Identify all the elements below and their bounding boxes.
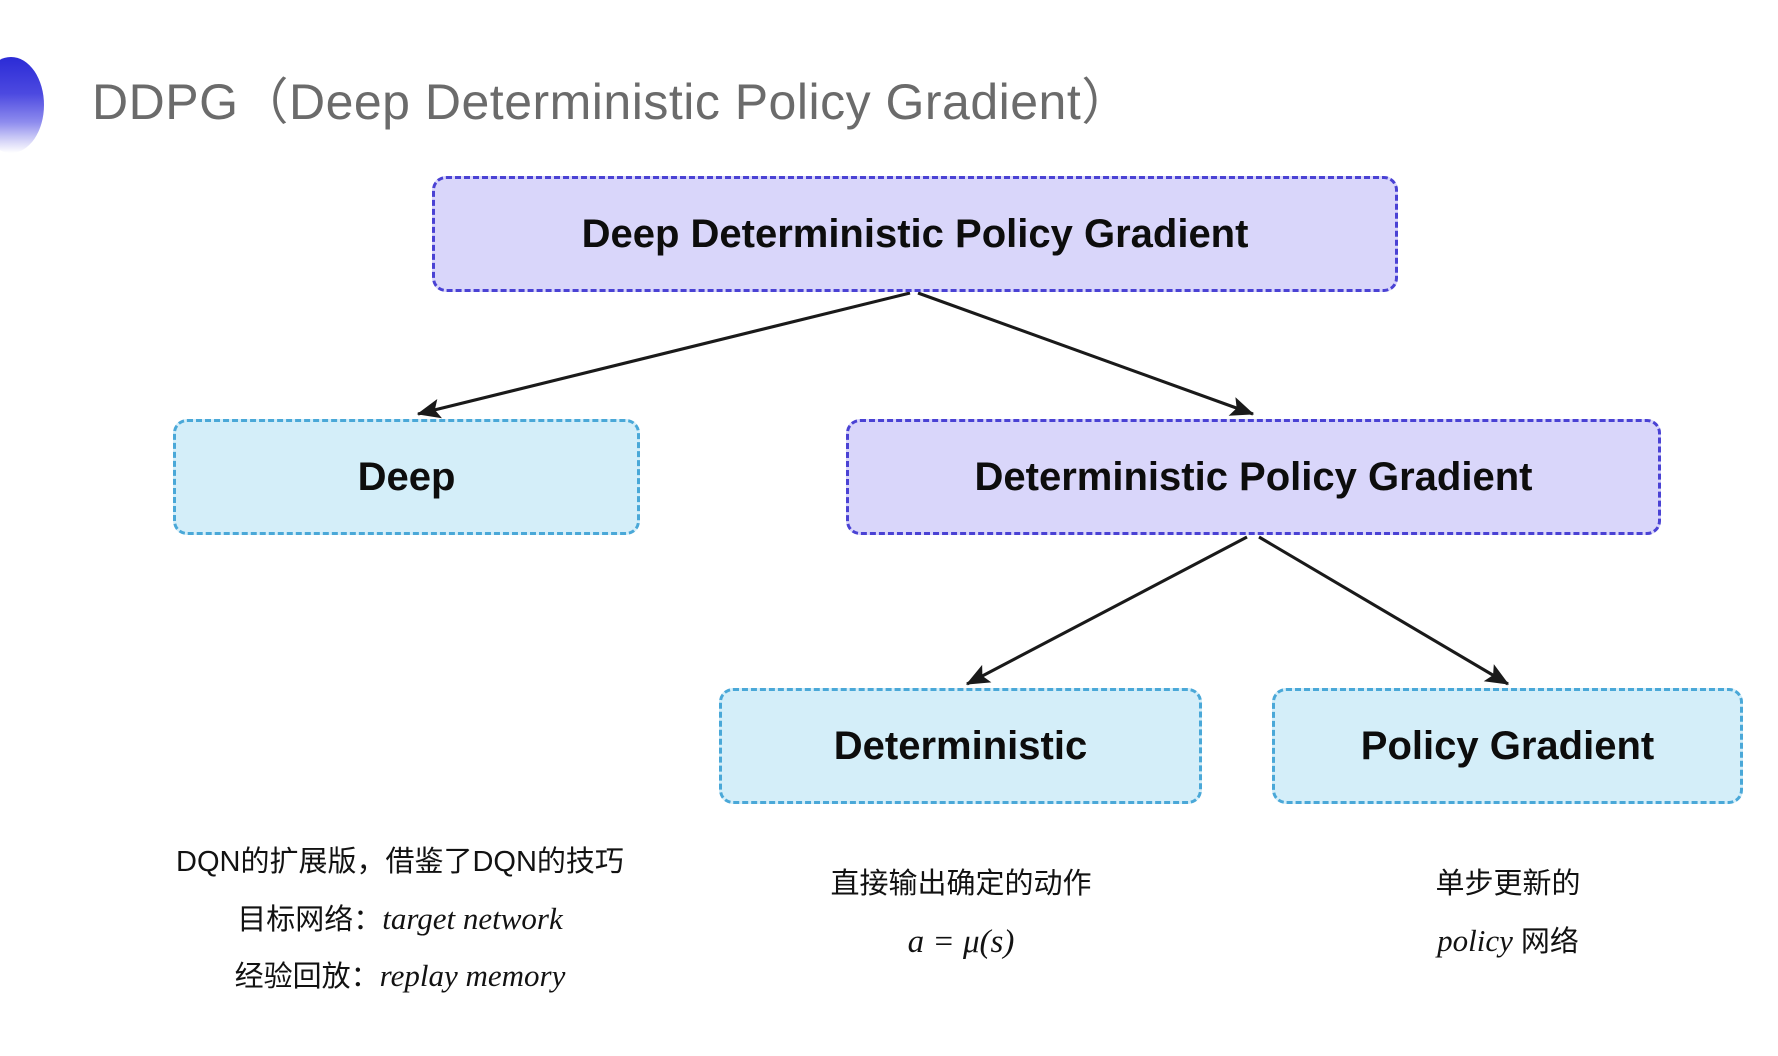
- caption-policy-gradient-line-2: policy 网络: [1270, 912, 1746, 970]
- caption-deep-line-2-label: 目标网络：: [237, 903, 383, 936]
- caption-deterministic-line-1: 直接输出确定的动作: [830, 868, 1092, 900]
- page-title: DDPG（Deep Deterministic Policy Gradient）: [92, 74, 1132, 130]
- caption-policy-gradient: 单步更新的 policy 网络: [1270, 858, 1746, 969]
- caption-deep-line-3-term: replay memory: [379, 958, 566, 994]
- edge-root-to-deep: [416, 291, 911, 419]
- gradient-half-circle-icon: [0, 57, 44, 153]
- caption-deterministic-formula: a = μ(s): [907, 923, 1015, 960]
- caption-deep-line-2: 目标网络：target network: [80, 890, 720, 948]
- caption-policy-gradient-suffix: 网络: [1512, 925, 1579, 958]
- caption-deep: DQN的扩展版，借鉴了DQN的技巧 目标网络：target network 经验…: [80, 836, 720, 1005]
- node-deterministic-policy-gradient[interactable]: Deterministic Policy Gradient: [846, 419, 1661, 535]
- node-deep-deterministic-policy-gradient[interactable]: Deep Deterministic Policy Gradient: [432, 176, 1398, 292]
- caption-deep-line-3: 经验回放：replay memory: [80, 947, 720, 1005]
- caption-policy-gradient-line-1: 单步更新的: [1435, 868, 1581, 900]
- caption-deep-line-1: DQN的扩展版，借鉴了DQN的技巧: [176, 846, 624, 878]
- edge-dpg-to-policy-gradient: [1258, 535, 1510, 686]
- caption-policy-gradient-term: policy: [1437, 922, 1513, 958]
- caption-deep-line-3-label: 经验回放：: [234, 961, 380, 994]
- caption-deterministic: 直接输出确定的动作 a = μ(s): [714, 858, 1208, 973]
- node-deterministic[interactable]: Deterministic: [719, 688, 1202, 804]
- node-policy-gradient[interactable]: Policy Gradient: [1272, 688, 1743, 804]
- edge-dpg-to-deterministic: [965, 535, 1248, 686]
- caption-deep-line-2-term: target network: [382, 900, 563, 936]
- edge-root-to-dpg: [917, 291, 1255, 416]
- node-deep[interactable]: Deep: [173, 419, 640, 535]
